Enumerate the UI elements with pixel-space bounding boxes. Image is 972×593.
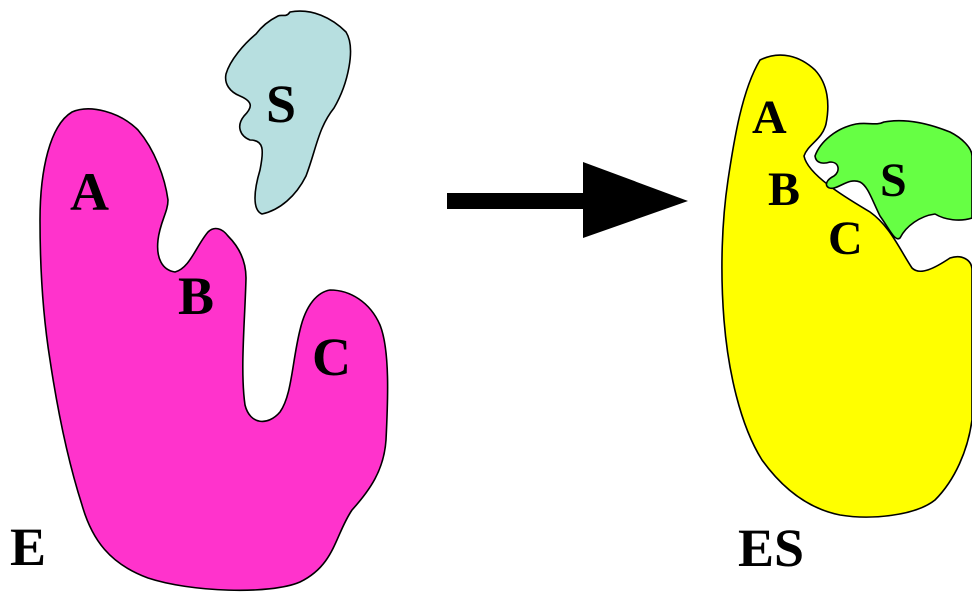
complex-substrate-shape bbox=[814, 119, 972, 240]
substrate-label: S bbox=[266, 74, 296, 134]
reaction-arrow bbox=[447, 162, 688, 238]
site-label-c: C bbox=[312, 327, 351, 387]
complex-site-label-c: C bbox=[828, 212, 863, 265]
complex-site-label-a: A bbox=[752, 91, 787, 144]
substrate-shape bbox=[224, 10, 352, 215]
complex-site-label-b: B bbox=[768, 163, 800, 216]
site-label-a: A bbox=[70, 162, 109, 222]
enzyme-shape bbox=[39, 108, 389, 592]
site-label-b: B bbox=[178, 266, 214, 326]
complex-enzyme-shape bbox=[721, 54, 972, 518]
enzyme-label: E bbox=[10, 517, 46, 577]
complex-substrate-label: S bbox=[880, 154, 907, 207]
complex-label: ES bbox=[738, 518, 804, 578]
